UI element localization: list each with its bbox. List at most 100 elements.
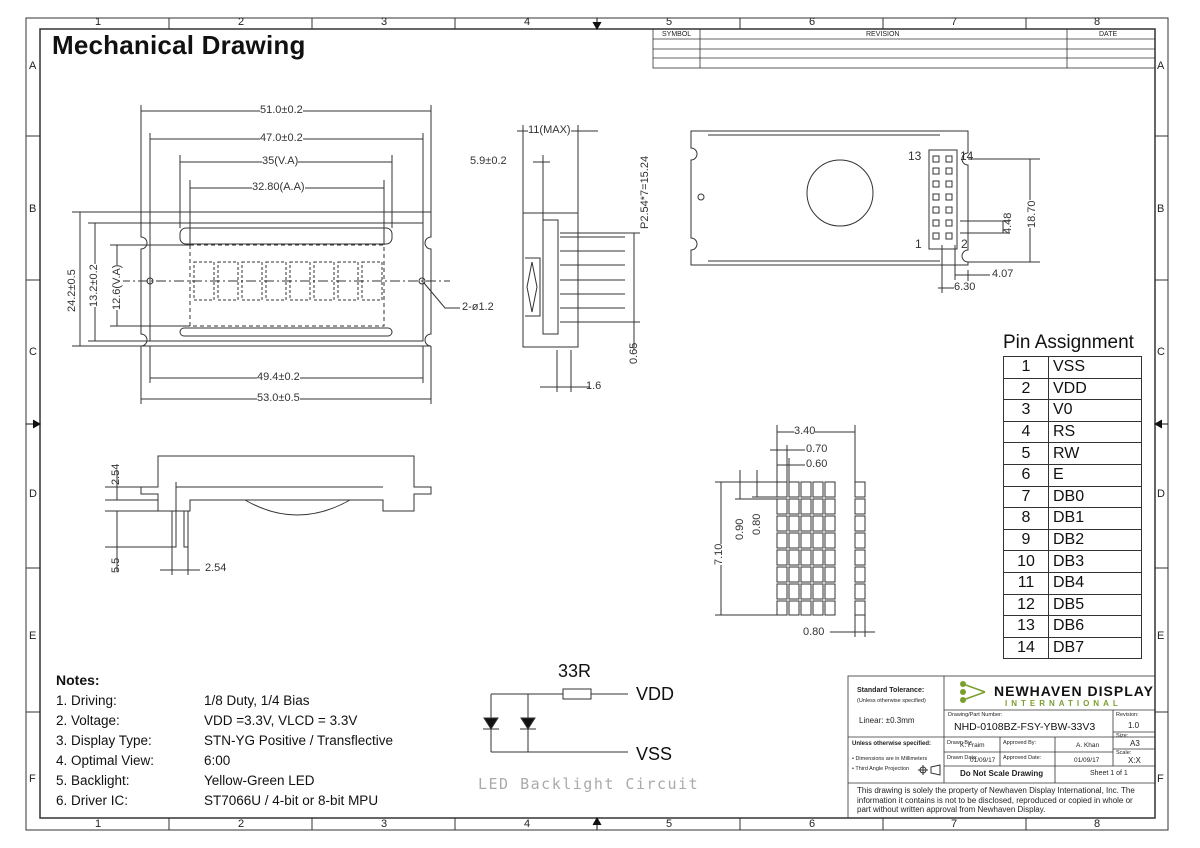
part-number-label: Drawing/Part Number: <box>948 712 1003 718</box>
pin-name: E <box>1048 463 1142 487</box>
back-view <box>690 130 1040 293</box>
zone-row-f-right: F <box>1157 773 1164 785</box>
do-not-scale: Do Not Scale Drawing <box>960 769 1044 778</box>
pin-name: DB5 <box>1048 593 1142 617</box>
revision-symbol-header: SYMBOL <box>662 31 692 38</box>
zone-col-6: 6 <box>809 16 816 28</box>
notes-title: Notes: <box>56 672 100 688</box>
vss-label: VSS <box>636 744 673 764</box>
dim-47: 47.0±0.2 <box>260 132 303 144</box>
pin-13-label: 13 <box>908 149 922 163</box>
pin-14-label: 14 <box>960 149 974 163</box>
pin-number: 10 <box>1003 550 1049 573</box>
zone-col-7: 7 <box>951 16 958 28</box>
note-label: 1. Driving: <box>56 693 117 708</box>
title-block-grid <box>847 675 1156 819</box>
approved-by-label: Approved By: <box>1003 740 1037 746</box>
approved-by: A. Khan <box>1076 742 1100 749</box>
zone-row-a: A <box>29 60 37 72</box>
pin-number: 7 <box>1003 485 1049 509</box>
approved-date-label: Approved Date: <box>1003 755 1042 761</box>
dim-0-70: 0.70 <box>806 443 828 455</box>
zone-col-6-bottom: 6 <box>809 818 816 830</box>
dim-2-54-horiz: 2.54 <box>205 562 227 574</box>
dim-32aa: 32.80(A.A) <box>252 181 305 193</box>
pin-name: RS <box>1048 420 1142 444</box>
zone-col-1: 1 <box>95 16 102 28</box>
dim-12-6: 12.6(V.A) <box>111 264 123 310</box>
part-number: NHD-0108BZ-FSY-YBW-33V3 <box>954 721 1096 733</box>
dim-0-80-vert: 0.80 <box>751 513 763 535</box>
revision-header: REVISION <box>866 31 900 38</box>
scale-label: Scale: <box>1116 750 1132 756</box>
note-value: Yellow-Green LED <box>204 773 315 788</box>
page-title: Mechanical Drawing <box>52 30 306 60</box>
zone-col-5: 5 <box>666 16 673 28</box>
dim-0-90: 0.90 <box>734 518 746 540</box>
pin-number: 9 <box>1003 528 1049 552</box>
drawn-by-label: Drawn By: <box>947 740 973 746</box>
zone-col-3-bottom: 3 <box>381 818 388 830</box>
front-view <box>72 105 460 404</box>
dim-5-5: 5.5 <box>110 557 122 573</box>
center-arrow-top <box>592 18 602 31</box>
note-value: STN-YG Positive / Transflective <box>204 733 394 748</box>
drawn-by: K. Fraim <box>960 742 985 749</box>
pin-1-label: 1 <box>915 237 922 251</box>
brand-logo-icon <box>960 681 986 703</box>
size-label: Size: <box>1116 733 1129 739</box>
zone-ticks <box>26 18 1168 830</box>
pin-number: 3 <box>1003 399 1049 422</box>
revision-table <box>652 28 1156 69</box>
zone-col-4-bottom: 4 <box>524 818 531 830</box>
zone-row-d: D <box>29 488 37 500</box>
pin-name: DB0 <box>1048 485 1142 509</box>
zone-col-2-bottom: 2 <box>238 818 245 830</box>
zone-col-8-bottom: 8 <box>1094 818 1101 830</box>
side-view <box>517 125 640 392</box>
pin-name: VSS <box>1048 356 1142 379</box>
tolerance-title: Standard Tolerance: <box>857 687 925 694</box>
revision-value: 1.0 <box>1128 721 1140 730</box>
pin-number: 12 <box>1003 593 1049 617</box>
dim-24-2: 24.2±0.5 <box>66 269 78 312</box>
resistor-label: 33R <box>558 661 592 681</box>
zone-row-b-right: B <box>1157 203 1165 215</box>
drawn-date-label: Drawn Date: <box>947 755 978 761</box>
pin-name: DB3 <box>1048 550 1142 573</box>
pin-number: 4 <box>1003 420 1049 444</box>
dim-2-54-vert: 2.54 <box>110 463 122 485</box>
zone-col-5-bottom: 5 <box>666 818 673 830</box>
pin-assignment-title: Pin Assignment <box>1003 332 1134 353</box>
pin-name: DB1 <box>1048 507 1142 530</box>
drawn-date: 01/09/17 <box>970 757 996 764</box>
zone-row-d-right: D <box>1157 488 1165 500</box>
pin-number: 1 <box>1003 356 1049 379</box>
vdd-label: VDD <box>636 684 675 704</box>
outer-border <box>25 17 1169 831</box>
pixel-detail <box>715 425 875 637</box>
dim-35va: 35(V.A) <box>262 155 299 167</box>
sheet-number: Sheet 1 of 1 <box>1090 770 1128 777</box>
pin-number: 14 <box>1003 636 1049 660</box>
pin-2-label: 2 <box>961 237 968 251</box>
zone-col-8: 8 <box>1094 16 1101 28</box>
note-value: ST7066U / 4-bit or 8-bit MPU <box>204 793 379 808</box>
circuit-caption: LED Backlight Circuit <box>478 775 700 793</box>
pin-name: DB2 <box>1048 528 1142 552</box>
dim-53: 53.0±0.5 <box>257 392 300 404</box>
dim-6-30: 6.30 <box>954 281 976 293</box>
